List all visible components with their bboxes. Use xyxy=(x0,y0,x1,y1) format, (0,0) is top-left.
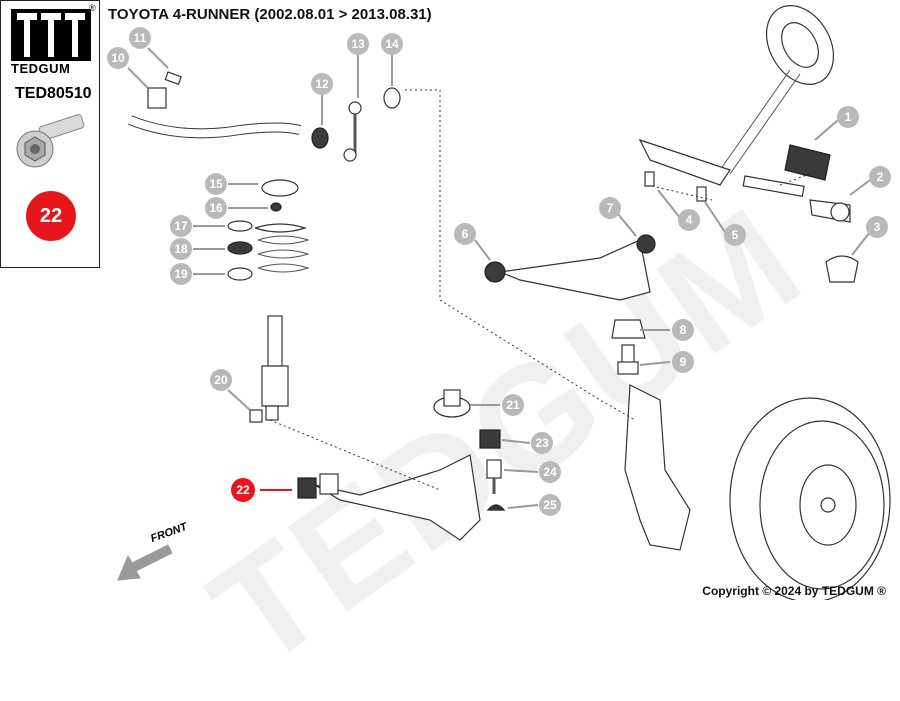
callout-23: 23 xyxy=(531,432,553,454)
callout-label: 14 xyxy=(385,37,399,51)
callout-label: 13 xyxy=(351,37,365,51)
callout-label: 12 xyxy=(315,77,329,91)
tie-rod xyxy=(644,144,859,283)
dash-lower-arm xyxy=(269,419,441,491)
highlight-badge: 22 xyxy=(26,191,76,241)
callout-15: 15 xyxy=(205,173,227,195)
page-title: TOYOTA 4-RUNNER (2002.08.01 > 2013.08.31… xyxy=(108,6,432,23)
callout-1: 1 xyxy=(837,106,859,128)
upper-control-arm xyxy=(484,234,656,375)
callout-12: 12 xyxy=(311,73,333,95)
callout-21: 21 xyxy=(502,394,524,416)
callout-2: 2 xyxy=(869,166,891,188)
steering-assembly xyxy=(638,5,835,186)
lower-arm xyxy=(297,389,506,541)
callout-leaders xyxy=(127,47,871,509)
tedgum-logo-icon xyxy=(11,9,91,61)
callout-17: 17 xyxy=(170,215,192,237)
callout-9: 9 xyxy=(672,351,694,373)
callout-11: 11 xyxy=(129,27,151,49)
callout-25: 25 xyxy=(539,494,561,516)
callout-label: 11 xyxy=(134,31,147,45)
callout-label: 25 xyxy=(543,498,557,512)
part-sidebar: ® TEDGUM TED80510 22 xyxy=(0,0,100,268)
callout-label: 8 xyxy=(680,323,687,337)
callout-label: 22 xyxy=(236,483,250,497)
callout-7: 7 xyxy=(599,197,621,219)
callout-label: 15 xyxy=(209,177,223,191)
exploded-diagram: 1 2 3 4 5 6 7 8 9 10 11 12 13 14 15 16 1… xyxy=(107,5,891,600)
steering-knuckle xyxy=(624,384,691,551)
wheel xyxy=(729,397,891,600)
callout-label: 17 xyxy=(174,219,188,233)
callout-24: 24 xyxy=(539,461,561,483)
callout-label: 9 xyxy=(680,355,687,369)
front-arrow-icon xyxy=(117,544,173,581)
dash-tie-rod xyxy=(651,169,821,201)
callout-label: 7 xyxy=(607,201,614,215)
callout-3: 3 xyxy=(866,216,888,238)
callout-22: 22 xyxy=(231,478,255,502)
bolt-icon xyxy=(16,114,85,168)
callout-13: 13 xyxy=(347,33,369,55)
callout-label: 16 xyxy=(209,201,223,215)
callout-label: 24 xyxy=(543,465,557,479)
callout-label: 4 xyxy=(686,213,693,227)
callout-16: 16 xyxy=(205,197,227,219)
registered-mark: ® xyxy=(89,3,96,13)
callout-label: 21 xyxy=(506,398,520,412)
copyright: Copyright © 2024 by TEDGUM ® xyxy=(702,584,886,598)
stabilizer-bar xyxy=(128,71,401,162)
callout-19: 19 xyxy=(170,263,192,285)
callout-18: 18 xyxy=(170,238,192,260)
dash-steering-loop xyxy=(405,89,636,421)
callout-14: 14 xyxy=(381,33,403,55)
callout-6: 6 xyxy=(454,223,476,245)
callout-label: 19 xyxy=(174,267,188,281)
brand-name: TEDGUM xyxy=(11,61,71,76)
callout-5: 5 xyxy=(724,224,746,246)
callout-label: 1 xyxy=(845,110,852,124)
callout-label: 20 xyxy=(214,373,228,387)
callout-label: 3 xyxy=(874,220,881,234)
part-number: TED80510 xyxy=(15,85,92,102)
callout-label: 23 xyxy=(535,436,549,450)
callout-4: 4 xyxy=(678,209,700,231)
callout-label: 5 xyxy=(732,228,739,242)
callout-10: 10 xyxy=(107,47,129,69)
callout-label: 18 xyxy=(174,242,188,256)
callout-20: 20 xyxy=(210,369,232,391)
callout-8: 8 xyxy=(672,319,694,341)
callout-label: 10 xyxy=(111,51,125,65)
callout-label: 2 xyxy=(877,170,884,184)
strut-assembly xyxy=(227,179,310,423)
callout-label: 6 xyxy=(462,227,469,241)
